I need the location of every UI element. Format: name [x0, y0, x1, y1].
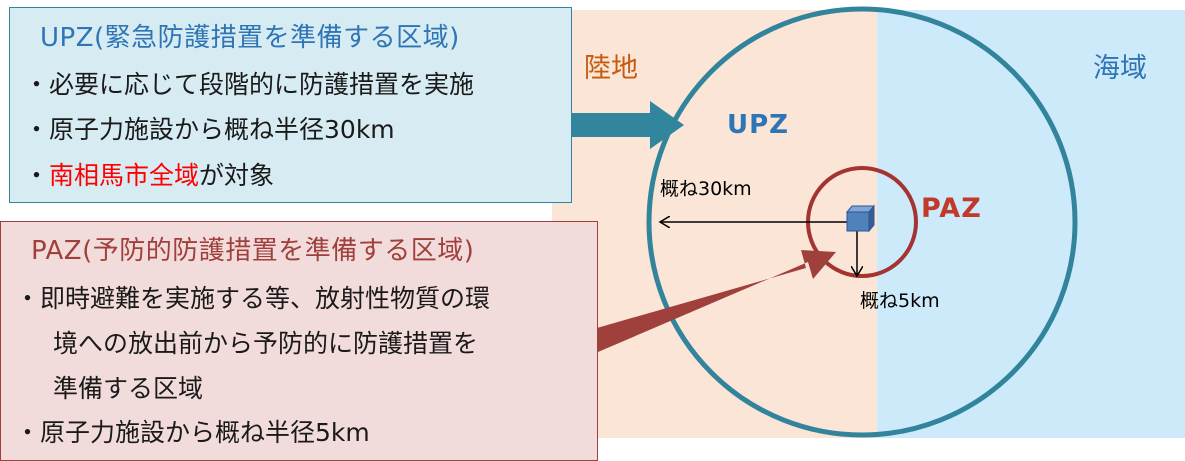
sea-area	[877, 10, 1185, 438]
land-label: 陸地	[584, 53, 638, 84]
upz-label: UPZ	[727, 110, 790, 140]
upz-bullet-2: ・原子力施設から概ね半径30km	[24, 115, 395, 144]
paz-line-1: ・即時避難を実施する等、放射性物質の環	[15, 284, 491, 313]
paz-box-title: PAZ(予防的防護措置を準備する区域)	[31, 236, 475, 266]
upz-box-title: UPZ(緊急防護措置を準備する区域)	[40, 23, 460, 53]
upz-arrow	[562, 101, 684, 149]
paz-line-3: 準備する区域	[53, 374, 204, 403]
paz-line-4: ・原子力施設から概ね半径5km	[15, 418, 370, 447]
distance-5km-label: 概ね5km	[860, 290, 940, 312]
upz-bullet-3-suffix: が対象	[199, 161, 275, 190]
upz-bullet-3-prefix: ・	[24, 161, 50, 190]
upz-ring	[646, 6, 1078, 438]
paz-line-2: 境への放出前から予防的に防護措置を	[53, 329, 479, 358]
upz-target-highlight: 南相馬市全域	[49, 161, 200, 190]
paz-label: PAZ	[921, 193, 982, 224]
cube-icon	[845, 204, 876, 233]
sea-label: 海域	[1093, 53, 1147, 84]
upz-bullet-3: ・南相馬市全域が対象	[24, 156, 274, 192]
paz-info-box: PAZ(予防的防護措置を準備する区域) ・即時避難を実施する等、放射性物質の環 …	[0, 221, 598, 461]
paz-arrow	[590, 250, 836, 352]
distance-30km-label: 概ね30km	[660, 178, 752, 200]
upz-info-box: UPZ(緊急防護措置を準備する区域) ・必要に応じて段階的に防護措置を実施 ・原…	[9, 7, 572, 203]
land-area	[552, 10, 877, 438]
upz-bullet-1: ・必要に応じて段階的に防護措置を実施	[24, 70, 475, 99]
